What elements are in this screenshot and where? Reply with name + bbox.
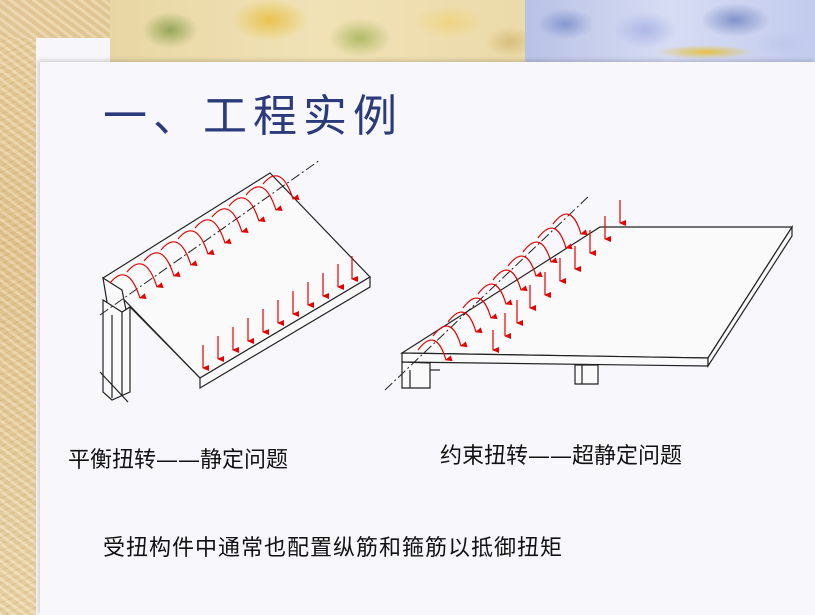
canopy-figure xyxy=(99,159,371,403)
support-column xyxy=(102,298,131,401)
decorative-leaf-image xyxy=(110,0,530,62)
torque-arrows-left xyxy=(109,175,300,300)
slide-title: 一、工程实例 xyxy=(103,91,403,142)
background-texture-left xyxy=(0,0,36,615)
torque-arrows-right xyxy=(417,213,588,362)
reinforcement-note: 受扭构件中通常也配置纵筋和箍筋以抵御扭矩 xyxy=(103,536,564,561)
slab-figure xyxy=(384,194,794,391)
floor-slab xyxy=(399,226,794,359)
canopy-slab xyxy=(102,172,371,379)
canopy-slab-edge xyxy=(199,275,371,390)
caption-balanced-torsion: 平衡扭转——静定问题 xyxy=(68,448,289,473)
torsion-axis-right xyxy=(384,194,591,391)
secondary-beam xyxy=(574,364,599,385)
load-arrows-right xyxy=(492,200,626,353)
spandrel-beam xyxy=(401,361,431,389)
decorative-flower-image xyxy=(525,0,815,62)
load-arrows-left xyxy=(202,256,358,371)
caption-restrained-torsion: 约束扭转——超静定问题 xyxy=(440,444,683,469)
